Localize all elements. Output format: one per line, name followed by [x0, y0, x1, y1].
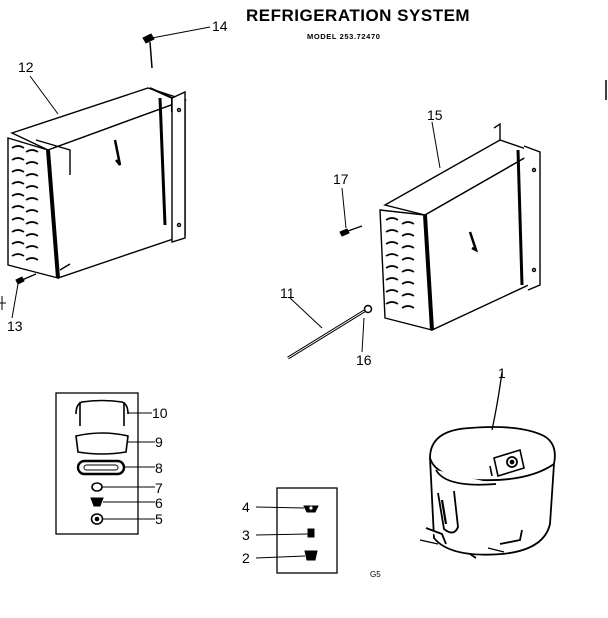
parts-kit-box-a — [55, 392, 139, 535]
screw-13 — [15, 273, 37, 285]
callout-3: 3 — [242, 527, 250, 543]
callout-2: 2 — [242, 550, 250, 566]
heater-rod — [287, 308, 367, 360]
screw-14 — [142, 33, 155, 69]
callout-16: 16 — [356, 352, 372, 368]
callout-15: 15 — [427, 107, 443, 123]
callout-12: 12 — [18, 59, 34, 75]
callout-14: 14 — [212, 18, 228, 34]
model-number: MODEL 253.72470 — [307, 32, 381, 41]
page-code: G5 — [370, 570, 381, 579]
compressor — [419, 426, 556, 559]
clip-16 — [363, 304, 373, 314]
callout-9: 9 — [155, 434, 163, 450]
screw-17 — [339, 225, 363, 237]
callout-10: 10 — [152, 405, 168, 421]
callout-17: 17 — [333, 171, 349, 187]
condenser-coil — [379, 122, 541, 332]
evaporator-coil — [7, 87, 188, 279]
callout-7: 7 — [155, 480, 163, 496]
callout-13: 13 — [7, 318, 23, 334]
diagram-title: REFRIGERATION SYSTEM — [246, 6, 471, 25]
callout-11: 11 — [280, 285, 295, 301]
callout-8: 8 — [155, 460, 163, 476]
callout-4: 4 — [242, 499, 250, 515]
parts-kit-box-b — [276, 487, 338, 574]
callout-5: 5 — [155, 511, 163, 527]
callout-6: 6 — [155, 495, 163, 511]
